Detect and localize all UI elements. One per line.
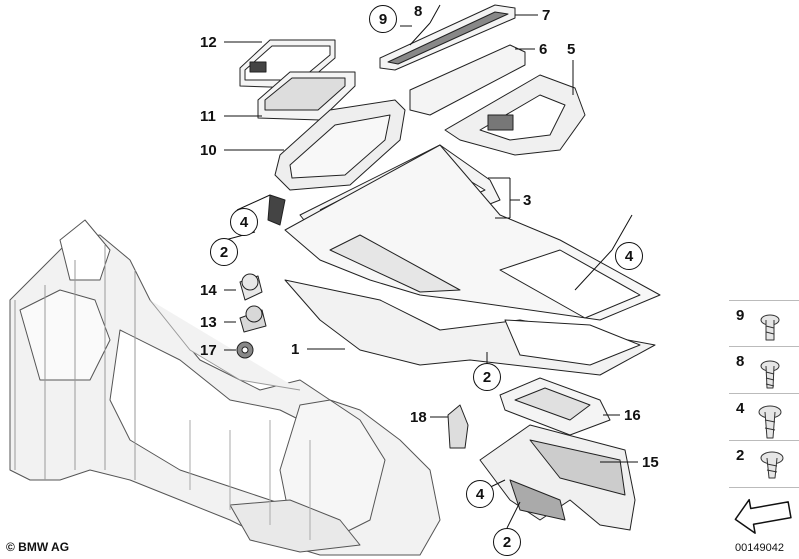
part-13-socket (239, 305, 267, 333)
callout-11: 11 (200, 108, 216, 125)
callout-10: 10 (200, 142, 217, 159)
callout-circle-2b: 2 (473, 363, 501, 391)
side-panel-row: 2 (729, 440, 799, 494)
screw-9 (760, 314, 780, 341)
part-15-storage-box (479, 424, 636, 531)
part-16-tray (499, 377, 611, 436)
callout-5: 5 (567, 41, 576, 58)
callout-13: 13 (200, 314, 217, 331)
screw-2 (760, 451, 784, 479)
part-14-plug (239, 273, 263, 301)
side-panel-row (729, 487, 799, 541)
part-17-connector (236, 341, 254, 359)
callout-circle-4b: 4 (615, 242, 643, 270)
part-18-clip (447, 404, 469, 449)
side-label: 2 (736, 447, 745, 464)
part-7-strip (379, 4, 516, 71)
callout-circle-9: 9 (369, 5, 397, 33)
callout-circle-2c: 2 (493, 528, 521, 556)
part-1-center-console (284, 279, 656, 376)
callout-7: 7 (542, 7, 551, 24)
callout-1: 1 (291, 341, 300, 358)
callout-circle-4c: 4 (466, 480, 494, 508)
part-11-grille-tray (257, 71, 356, 121)
direction-arrow (734, 498, 792, 534)
callout-16: 16 (624, 407, 641, 424)
console-frame-structure (9, 219, 441, 556)
side-fasteners (758, 314, 784, 479)
callout-14: 14 (200, 282, 217, 299)
callout-circle-4: 4 (230, 208, 258, 236)
callout-circle-2: 2 (210, 238, 238, 266)
callout-15: 15 (642, 454, 659, 471)
side-label: 4 (736, 400, 745, 417)
console-upper-trim (284, 144, 661, 321)
side-panel-row: 8 (729, 346, 799, 400)
side-label: 8 (736, 353, 745, 370)
copyright: © BMW AG (6, 540, 70, 554)
catalog-number: 00149042 (735, 542, 784, 554)
part-10-module (267, 99, 406, 226)
callout-12: 12 (200, 34, 217, 51)
callout-18: 18 (410, 409, 427, 426)
part-6-cover (409, 44, 526, 116)
callout-17: 17 (200, 342, 217, 359)
callout-6: 6 (539, 41, 548, 58)
side-panel-row: 9 (729, 300, 799, 354)
callout-8: 8 (414, 3, 423, 20)
side-label: 9 (736, 307, 745, 324)
screw-8 (760, 360, 780, 389)
callout-3: 3 (523, 192, 532, 209)
screw-4 (758, 405, 782, 439)
side-panel-row: 4 (729, 393, 799, 447)
part-5-bezel (444, 74, 586, 156)
